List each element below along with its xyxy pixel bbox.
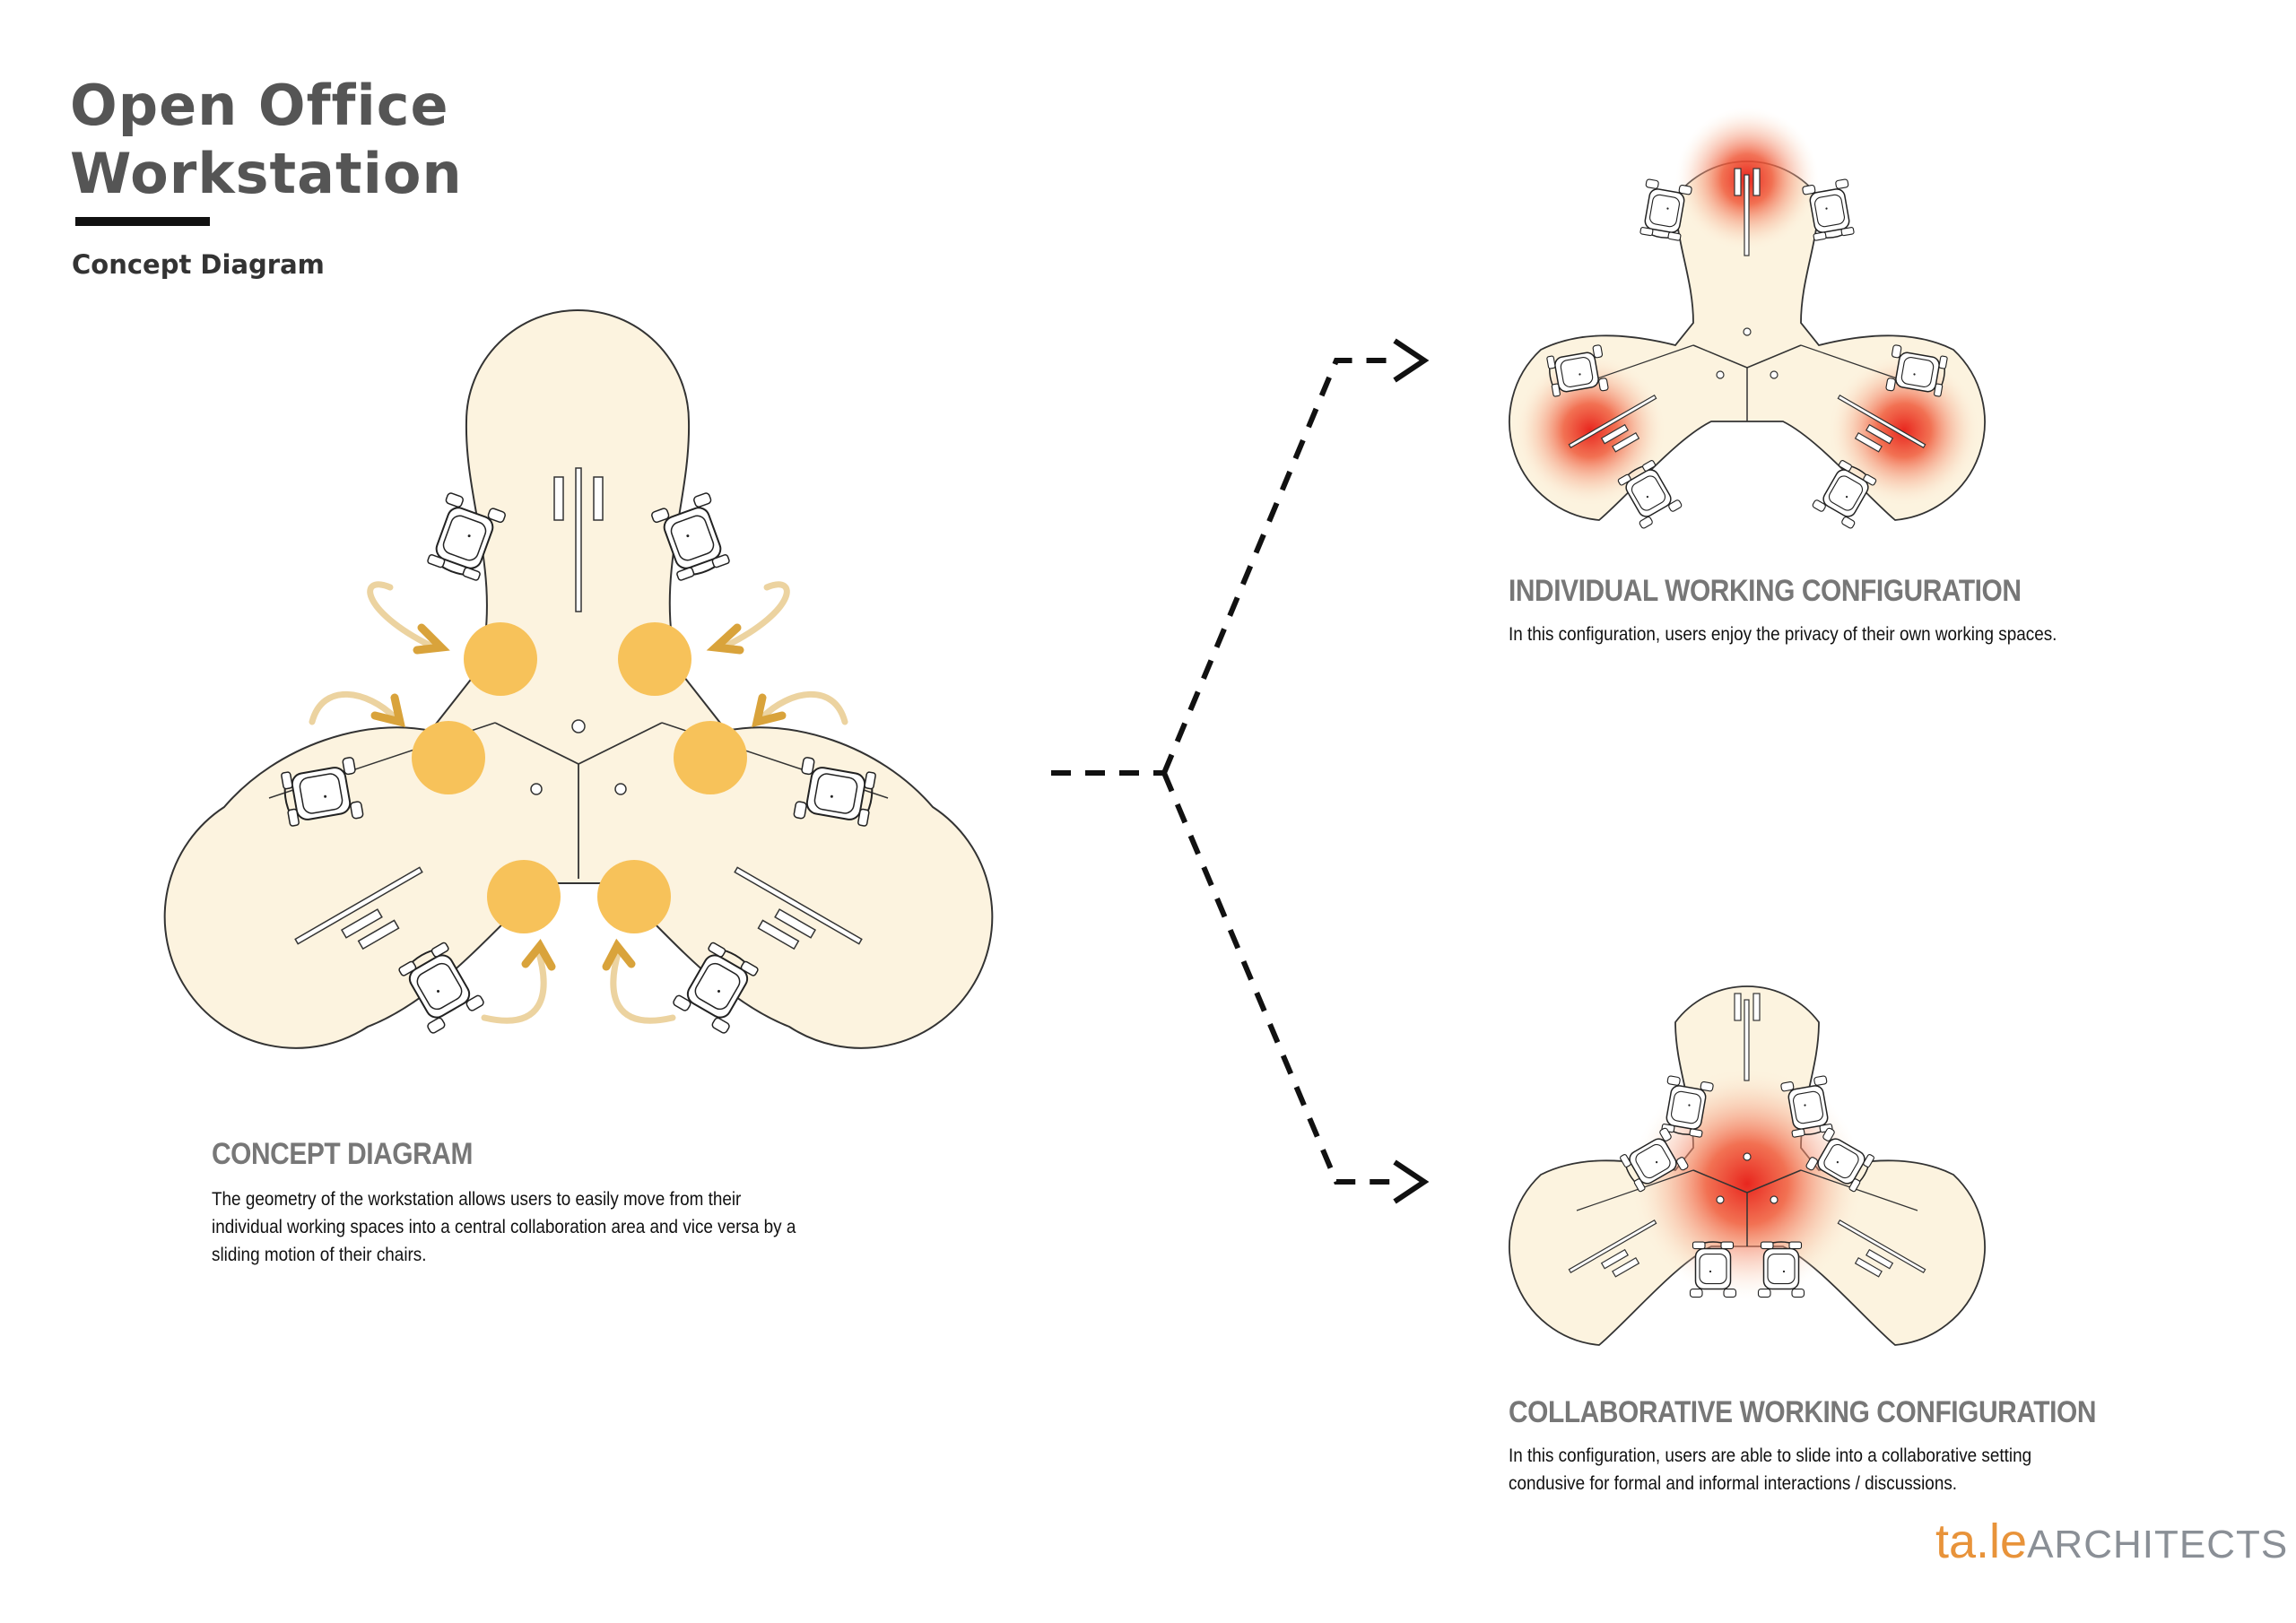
collaborative-heading: COLLABORATIVE WORKING CONFIGURATION (1509, 1395, 2096, 1429)
page-subtitle: Concept Diagram (72, 249, 325, 280)
concept-workstation (163, 309, 994, 1049)
concept-line-2: individual working spaces into a central… (212, 1217, 796, 1237)
collaborative-line-2: condusive for formal and informal intera… (1509, 1473, 1958, 1494)
logo-part-2: ARCHITECTS (2027, 1523, 2289, 1567)
logo-part-1: ta.le (1935, 1515, 2028, 1568)
collaborative-line-1: In this configuration, users are able to… (1509, 1445, 2032, 1466)
title-line-2: Workstation (70, 141, 463, 206)
collaborative-description: In this configuration, users are able to… (1509, 1442, 2031, 1497)
individual-heading: INDIVIDUAL WORKING CONFIGURATION (1509, 574, 2022, 608)
arrowheads (1393, 338, 1430, 1204)
page-title: Open Office Workstation (70, 72, 463, 208)
seat-positions (412, 622, 747, 933)
concept-heading: CONCEPT DIAGRAM (212, 1137, 473, 1171)
individual-line-1: In this configuration, users enjoy the p… (1509, 624, 2057, 645)
branch-arrow (1051, 358, 1399, 1185)
concept-description: The geometry of the workstation allows u… (212, 1185, 796, 1269)
title-line-1: Open Office (70, 73, 449, 138)
concept-line-3: sliding motion of their chairs. (212, 1245, 427, 1265)
individual-workstation (1509, 108, 1986, 530)
individual-description: In this configuration, users enjoy the p… (1509, 621, 2057, 648)
collaborative-workstation (1509, 985, 1986, 1346)
motion-arrows (309, 581, 848, 1024)
concept-line-1: The geometry of the workstation allows u… (212, 1189, 742, 1210)
title-underline (75, 217, 210, 226)
tale-architects-logo: ta.leARCHITECTS (1935, 1514, 2288, 1569)
